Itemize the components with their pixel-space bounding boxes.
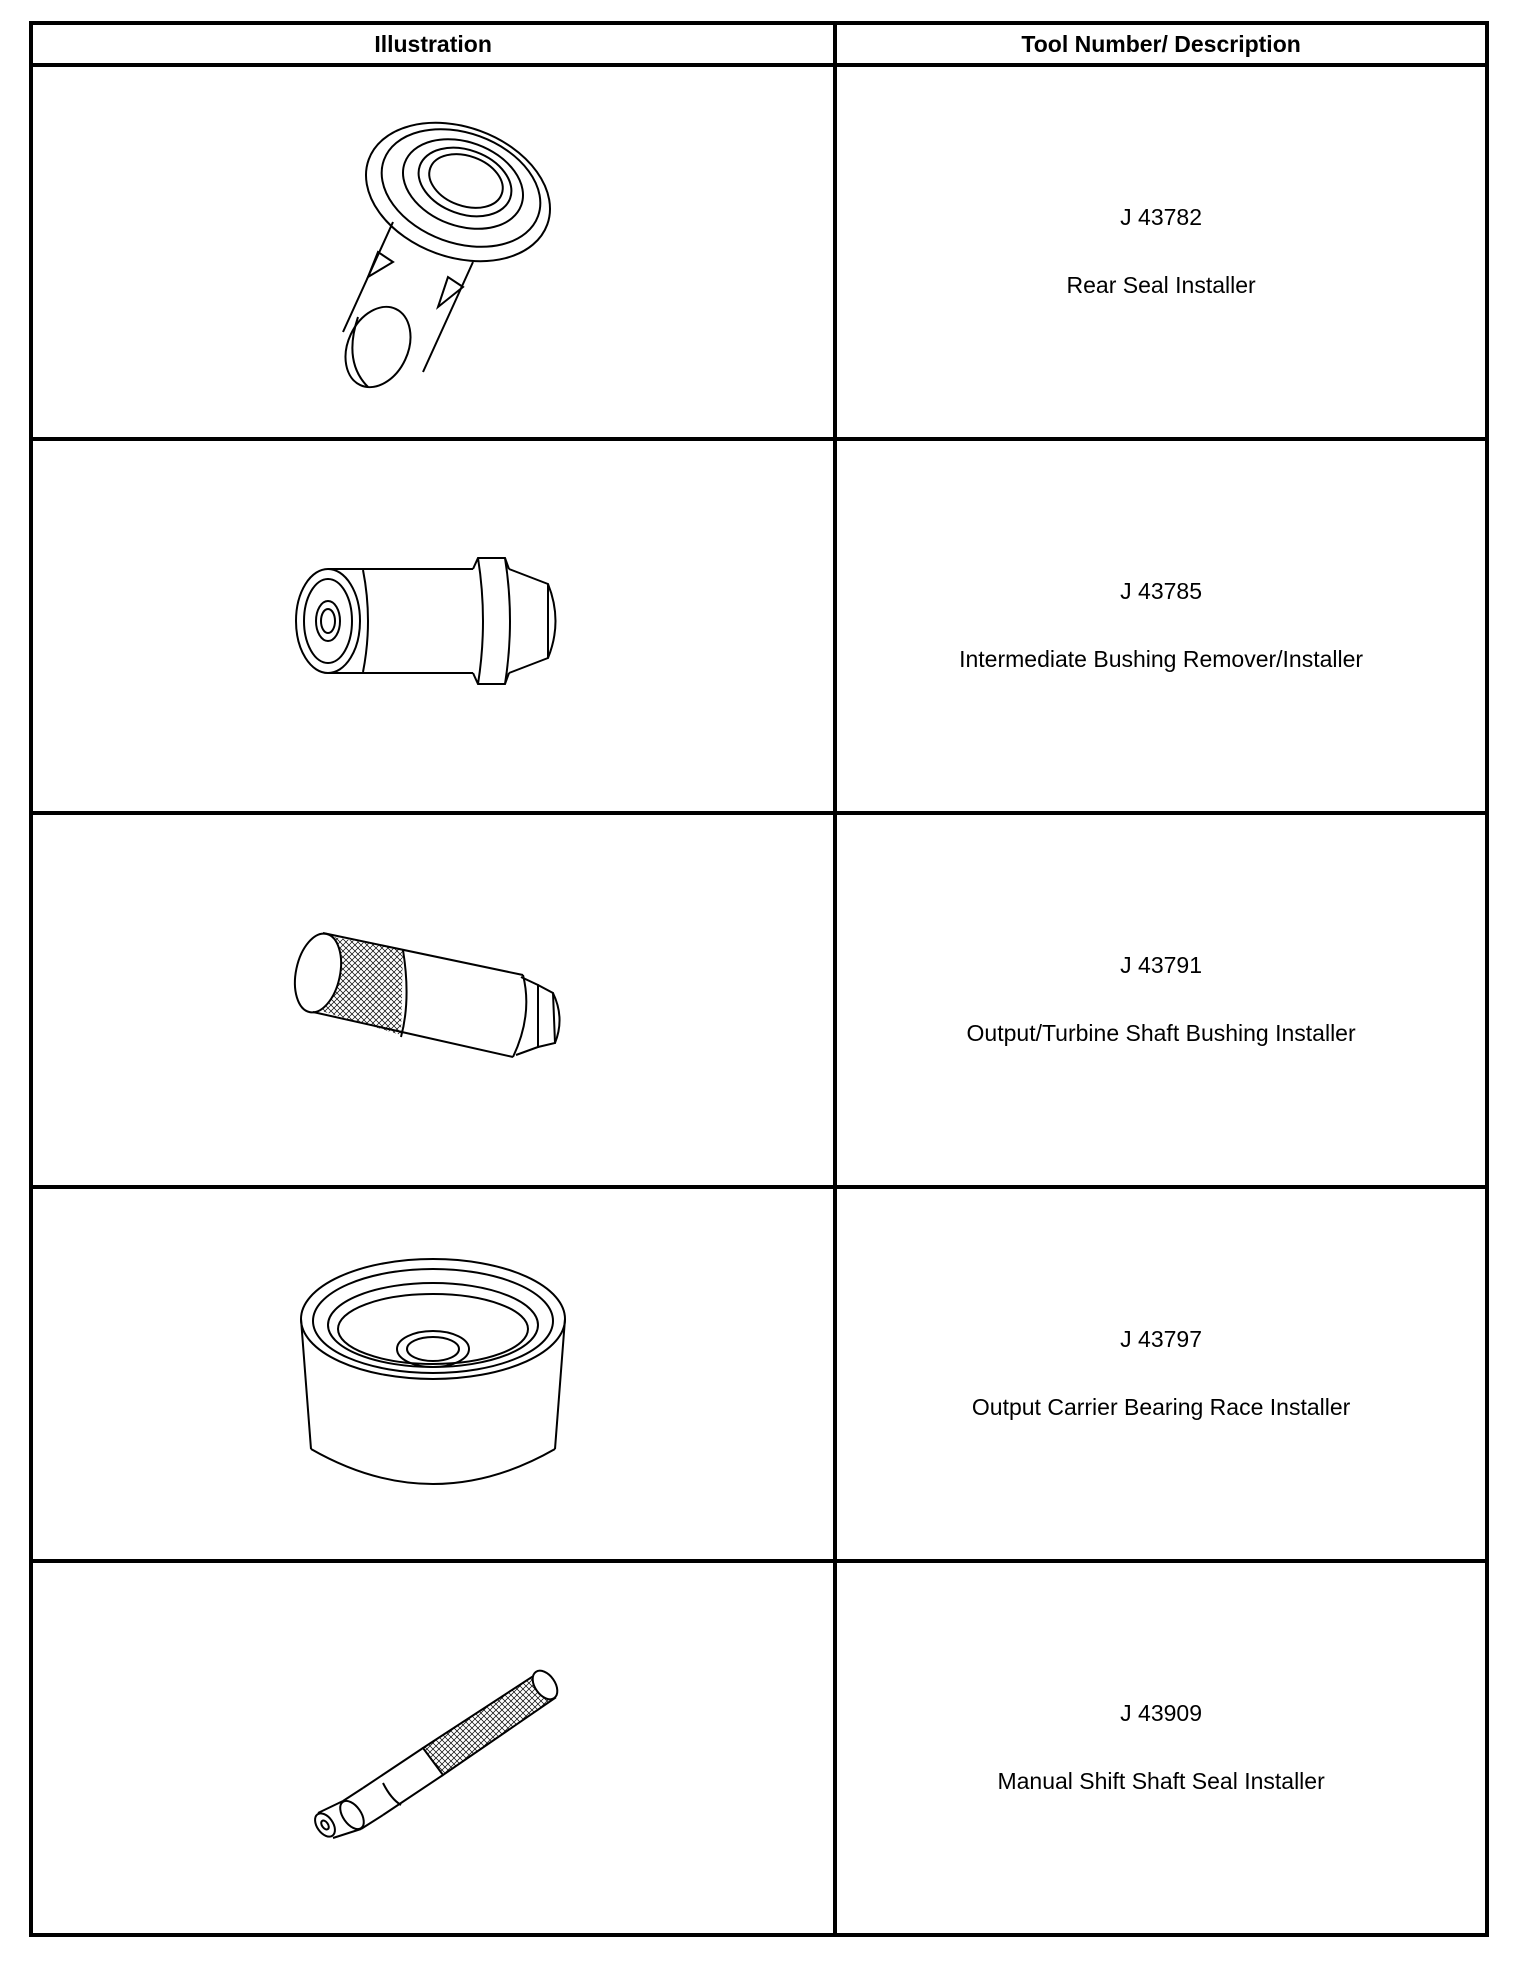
tool-number: J 43797 xyxy=(1120,1326,1203,1353)
description-cell: J 43785 Intermediate Bushing Remover/Ins… xyxy=(833,437,1489,815)
tool-number: J 43782 xyxy=(1120,204,1203,231)
description-cell: J 43909 Manual Shift Shaft Seal Installe… xyxy=(833,1559,1489,1937)
table-row: J 43797 Output Carrier Bearing Race Inst… xyxy=(28,1185,1489,1563)
illustration-cell xyxy=(28,1185,838,1563)
special-tools-table: Illustration Tool Number/ Description xyxy=(28,21,1489,1937)
table-header-row: Illustration Tool Number/ Description xyxy=(28,21,1489,67)
tool-number: J 43909 xyxy=(1120,1700,1203,1727)
tool-description: Output Carrier Bearing Race Installer xyxy=(971,1394,1351,1420)
illustration-cell xyxy=(28,63,838,441)
illustration-column-header: Illustration xyxy=(28,21,838,67)
tool-description: Intermediate Bushing Remover/Installer xyxy=(959,646,1364,672)
table-row: J 43782 Rear Seal Installer xyxy=(28,63,1489,441)
table-row: J 43909 Manual Shift Shaft Seal Installe… xyxy=(28,1559,1489,1937)
illustration-cell xyxy=(28,811,838,1189)
tool-number: J 43791 xyxy=(1120,952,1203,979)
tool-description: Manual Shift Shaft Seal Installer xyxy=(997,1768,1325,1794)
description-cell: J 43791 Output/Turbine Shaft Bushing Ins… xyxy=(833,811,1489,1189)
description-cell: J 43797 Output Carrier Bearing Race Inst… xyxy=(833,1185,1489,1563)
illustration-cell xyxy=(28,1559,838,1937)
bearing-race-installer-illustration xyxy=(300,1258,567,1485)
description-cell: J 43782 Rear Seal Installer xyxy=(833,63,1489,441)
tool-description: Rear Seal Installer xyxy=(1066,272,1256,298)
table-row: J 43791 Output/Turbine Shaft Bushing Ins… xyxy=(28,811,1489,1189)
tool-description: Output/Turbine Shaft Bushing Installer xyxy=(966,1020,1356,1046)
shift-shaft-seal-installer-illustration xyxy=(314,1669,559,1839)
illustration-cell xyxy=(28,437,838,815)
shaft-bushing-installer-illustration xyxy=(294,932,561,1058)
table-row: J 43785 Intermediate Bushing Remover/Ins… xyxy=(28,437,1489,815)
description-column-header: Tool Number/ Description xyxy=(833,21,1489,67)
rear-seal-installer-illustration xyxy=(342,121,552,389)
intermediate-bushing-tool-illustration xyxy=(295,557,557,685)
tool-number: J 43785 xyxy=(1120,578,1203,605)
